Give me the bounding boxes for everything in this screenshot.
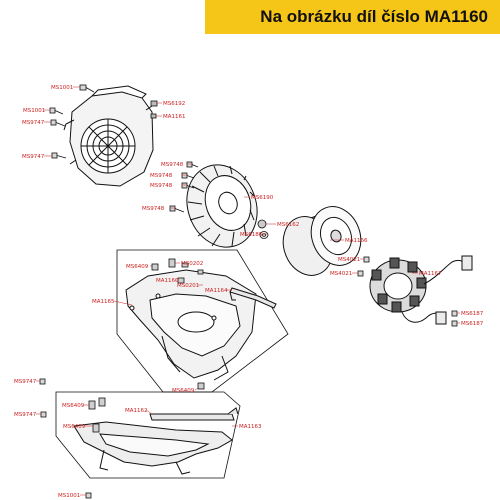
screws-loose-left [39, 378, 92, 499]
label-ma1162: MA1162 [125, 408, 148, 414]
clips-upper-box [151, 258, 205, 390]
label-ma1165: MA1165 [92, 299, 115, 305]
label-ms9748-a: MS9748 [161, 162, 184, 168]
label-ms1001-bottom: MS1001 [58, 493, 80, 499]
label-ms9747-d: MS9747 [14, 412, 37, 418]
banner-title: Na obrázku díl číslo MA1160 [260, 7, 488, 26]
screws-flywheel [169, 161, 199, 213]
label-ms6409-a: MS6409 [126, 264, 149, 270]
label-ma1161: MA1161 [163, 114, 186, 120]
label-ms6187-a: MS6187 [461, 311, 484, 317]
label-ms9747-a: MS9747 [22, 120, 45, 126]
label-ma1160: MA1160 [156, 278, 179, 284]
label-ms6186: MS6186 [240, 232, 263, 238]
label-ms9747-c: MS9747 [14, 379, 37, 385]
label-ms9748-c: MS9748 [150, 183, 173, 189]
label-ms1001-left: MS1001 [23, 108, 45, 114]
screws-fan-cover [49, 84, 95, 159]
label-ms4021-b: MS4021 [330, 271, 352, 277]
label-ma1167: MA1167 [419, 271, 442, 277]
label-ms0202: MS0202 [181, 261, 203, 267]
label-ms6409-c: MS6409 [62, 403, 85, 409]
lower-shroud-ma1163 [73, 421, 233, 475]
flywheel-fan-ms6190 [186, 164, 258, 248]
label-ms6192: MS6192 [163, 101, 185, 107]
bracket-ma1164 [229, 287, 277, 309]
label-ma1164: MA1164 [205, 288, 228, 294]
label-ms9748-d: MS9748 [142, 206, 165, 212]
rotor-ma1166 [282, 206, 362, 276]
label-ms9747-b: MS9747 [22, 154, 45, 160]
part-labels: MS1001 MS1001 MS9747 MS9747 MS6192 MA116… [14, 85, 484, 499]
label-ma1163: MA1163 [239, 424, 262, 430]
label-ms6162: MS6162 [277, 222, 299, 228]
title-banner: Na obrázku díl číslo MA1160 [205, 0, 500, 34]
label-ms6190: MS6190 [251, 195, 274, 201]
label-ms1001-top: MS1001 [51, 85, 73, 91]
label-ma1166: MA1166 [345, 238, 368, 244]
leader-lines [36, 86, 460, 496]
bracket-ma1162 [149, 407, 239, 421]
label-ms6409-b: MS6409 [172, 388, 195, 394]
label-ms6187-b: MS6187 [461, 321, 484, 327]
clip-ms6192 [150, 100, 158, 119]
lower-shroud-box [55, 391, 241, 479]
label-ms9748-b: MS9748 [150, 173, 173, 179]
screws-stator [357, 256, 458, 327]
engine-shroud-ma1165 [125, 269, 257, 381]
fan-cover-ma1161 [63, 85, 154, 187]
label-ms0201: MS0201 [177, 283, 199, 289]
label-ms6409-d: MS6409 [63, 424, 86, 430]
label-ms4021-a: MS4021 [338, 257, 360, 263]
